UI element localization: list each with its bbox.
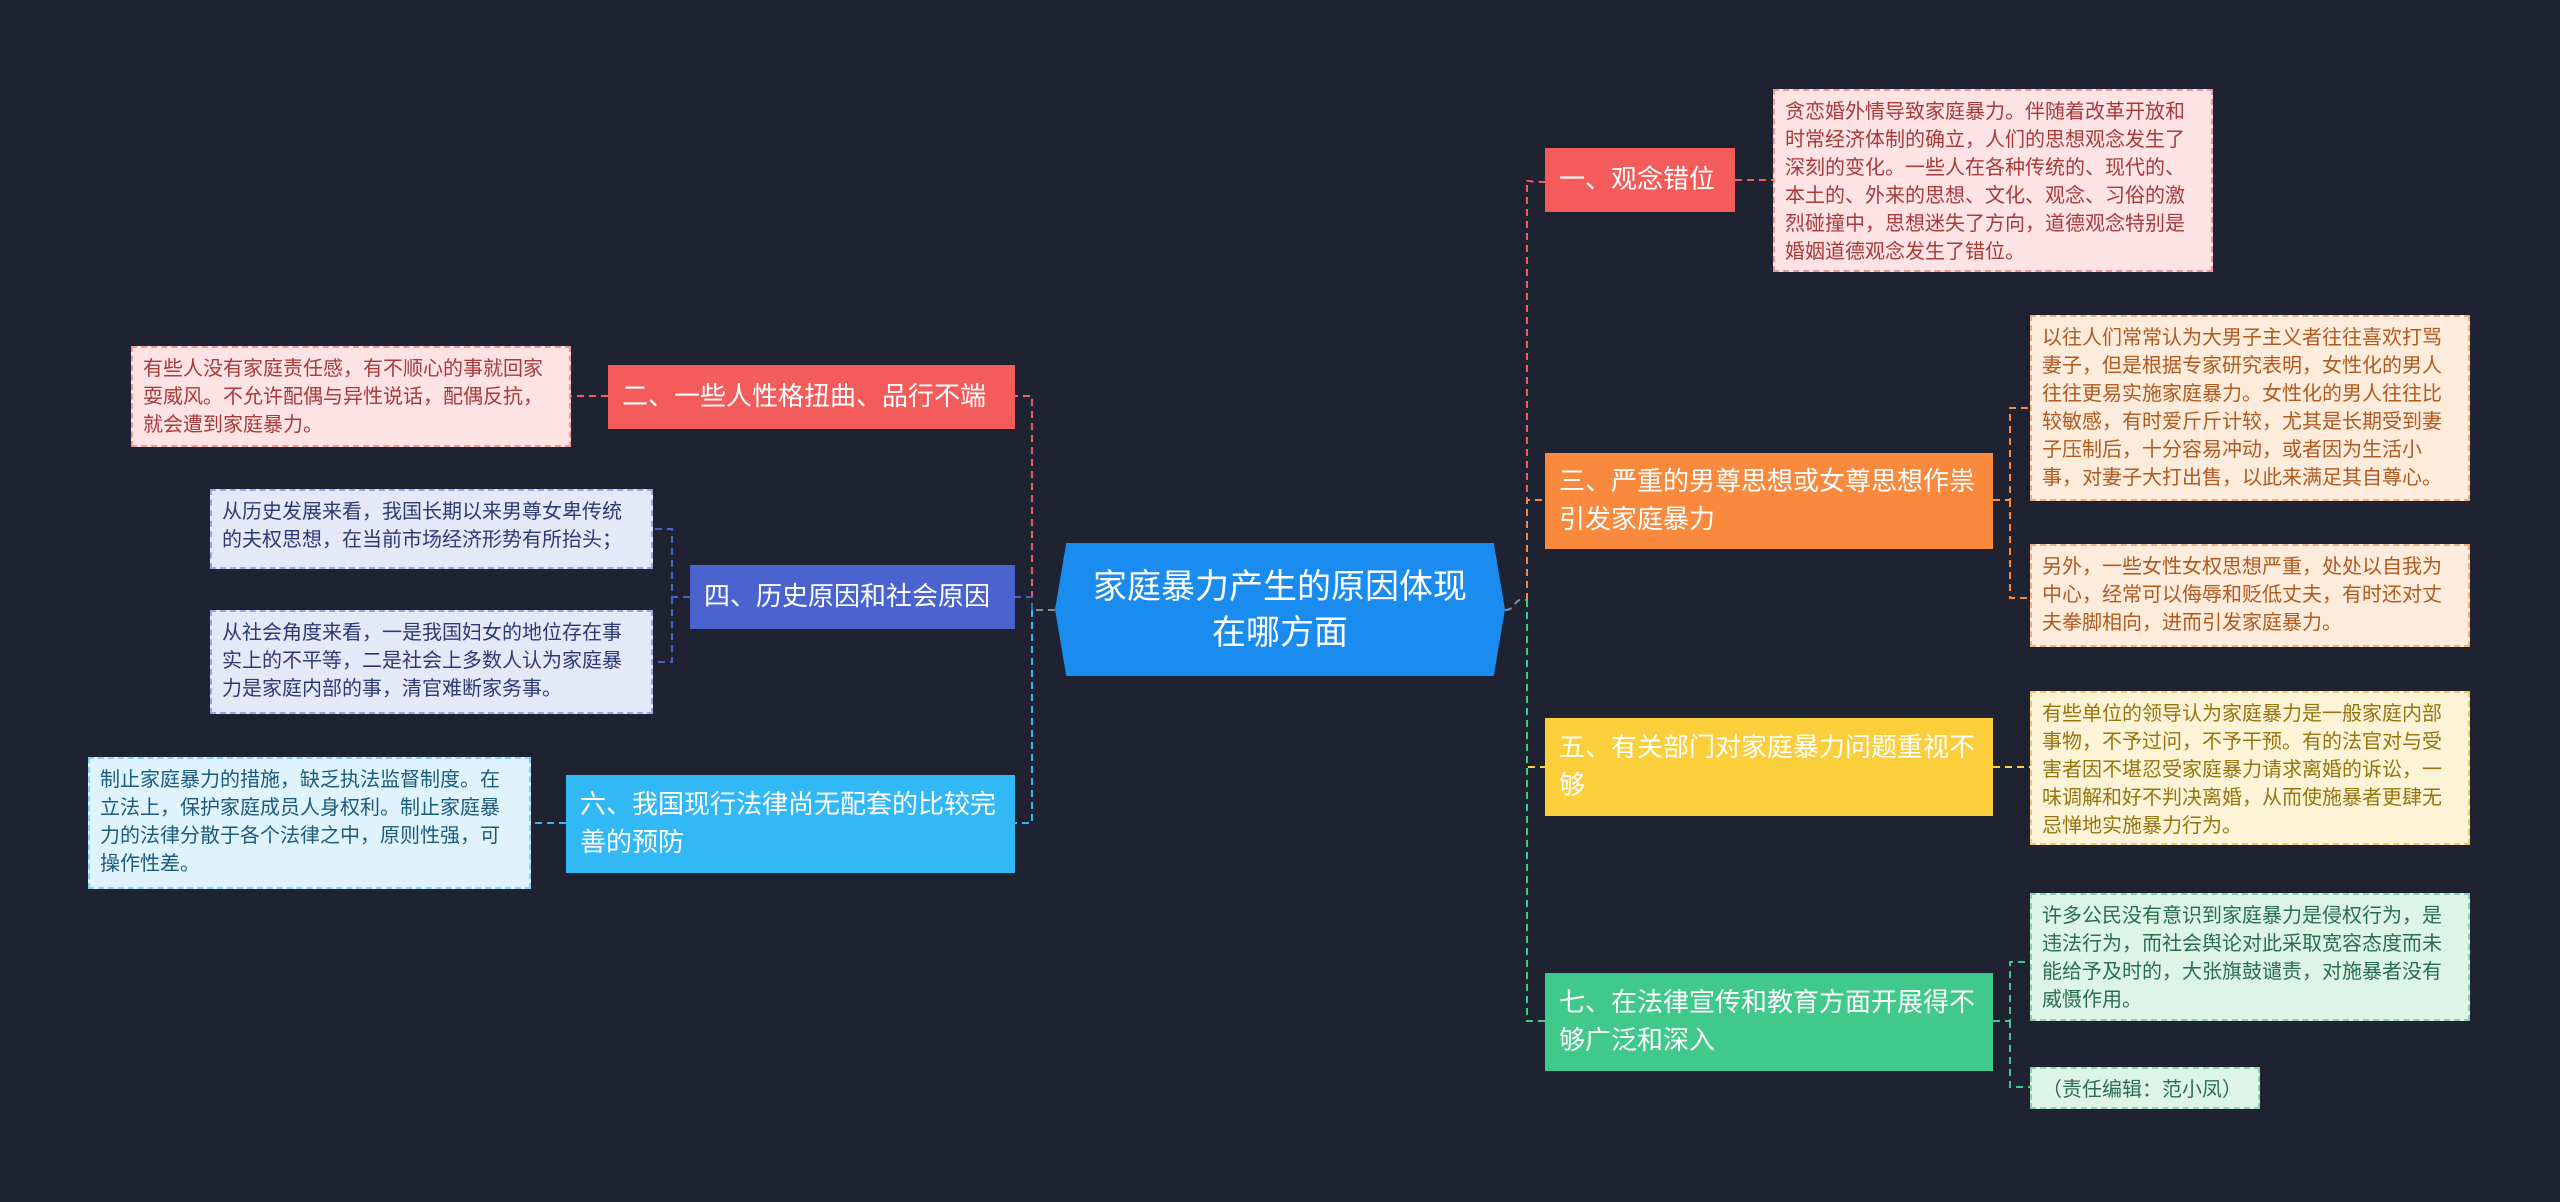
note-text: 有些单位的领导认为家庭暴力是一般家庭内部事物，不予过问，不予干预。有的法官对与受…	[2042, 701, 2442, 837]
connector-b4	[1015, 596, 1033, 610]
central-topic-label: 家庭暴力产生的原因体现在哪方面	[1093, 566, 1467, 653]
central-topic[interactable]: 家庭暴力产生的原因体现在哪方面	[1055, 543, 1505, 676]
note-b4-1[interactable]: 从历史发展来看，我国长期以来男尊女卑传统的夫权思想，在当前市场经济形势有所抬头；	[210, 489, 653, 569]
note-b3-2[interactable]: 另外，一些女性女权思想严重，处处以自我为中心，经常可以侮辱和贬低丈夫，有时还对丈…	[2030, 544, 2470, 647]
note-text: 从历史发展来看，我国长期以来男尊女卑传统的夫权思想，在当前市场经济形势有所抬头；	[222, 499, 622, 551]
note-b7-1[interactable]: 许多公民没有意识到家庭暴力是侵权行为，是违法行为，而社会舆论对此采取宽容态度而未…	[2030, 893, 2470, 1021]
connector-center-right	[1504, 599, 1527, 611]
branch-label: 四、历史原因和社会原因	[704, 582, 991, 612]
note-text: 许多公民没有意识到家庭暴力是侵权行为，是违法行为，而社会舆论对此采取宽容态度而未…	[2042, 903, 2442, 1011]
connector-note-b3b	[2009, 500, 2030, 599]
note-text: 有些人没有家庭责任感，有不顺心的事就回家耍威风。不允许配偶与异性说话，配偶反抗，…	[143, 356, 543, 436]
note-text: 制止家庭暴力的措施，缺乏执法监督制度。在立法上，保护家庭成员人身权利。制止家庭暴…	[100, 767, 500, 875]
branch-label: 六、我国现行法律尚无配套的比较完善的预防	[580, 790, 997, 858]
branch-legal-education[interactable]: 七、在法律宣传和教育方面开展得不够广泛和深入	[1545, 973, 1993, 1071]
note-b3-1[interactable]: 以往人们常常认为大男子主义者往往喜欢打骂妻子，但是根据专家研究表明，女性化的男人…	[2030, 315, 2470, 501]
branch-label: 五、有关部门对家庭暴力问题重视不够	[1559, 733, 1976, 801]
note-b7-editor[interactable]: （责任编辑：范小凤）	[2030, 1067, 2260, 1109]
connector-b2	[1015, 395, 1033, 610]
note-b6-1[interactable]: 制止家庭暴力的措施，缺乏执法监督制度。在立法上，保护家庭成员人身权利。制止家庭暴…	[88, 757, 531, 889]
note-text: 从社会角度来看，一是我国妇女的地位存在事实上的不平等，二是社会上多数人认为家庭暴…	[222, 620, 622, 700]
connector-b7	[1526, 600, 1545, 1022]
branch-label: 二、一些人性格扭曲、品行不端	[622, 382, 987, 412]
branch-history-society[interactable]: 四、历史原因和社会原因	[690, 565, 1015, 629]
connector-note-b4a	[653, 528, 690, 598]
note-text: 贪恋婚外情导致家庭暴力。伴随着改革开放和时常经济体制的确立，人们的思想观念发生了…	[1785, 99, 2185, 263]
connector-b3	[1526, 498, 1545, 600]
connector-b5	[1526, 600, 1545, 769]
branch-personality[interactable]: 二、一些人性格扭曲、品行不端	[608, 365, 1015, 429]
connector-note-b7b	[2009, 1021, 2030, 1088]
branch-law-prevention[interactable]: 六、我国现行法律尚无配套的比较完善的预防	[566, 775, 1015, 873]
note-b5-1[interactable]: 有些单位的领导认为家庭暴力是一般家庭内部事物，不予过问，不予干预。有的法官对与受…	[2030, 691, 2470, 845]
branch-departments-neglect[interactable]: 五、有关部门对家庭暴力问题重视不够	[1545, 718, 1993, 816]
branch-label: 七、在法律宣传和教育方面开展得不够广泛和深入	[1559, 988, 1976, 1056]
note-b1-1[interactable]: 贪恋婚外情导致家庭暴力。伴随着改革开放和时常经济体制的确立，人们的思想观念发生了…	[1773, 89, 2213, 272]
connector-note-b7a	[1993, 961, 2030, 1022]
note-text: 以往人们常常认为大男子主义者往往喜欢打骂妻子，但是根据专家研究表明，女性化的男人…	[2042, 325, 2442, 489]
branch-concept-misplacement[interactable]: 一、观念错位	[1545, 148, 1735, 212]
connector-b6	[1015, 610, 1033, 824]
branch-gender-supremacy[interactable]: 三、严重的男尊思想或女尊思想作祟引发家庭暴力	[1545, 453, 1993, 549]
branch-label: 三、严重的男尊思想或女尊思想作祟引发家庭暴力	[1559, 467, 1976, 535]
note-b2-1[interactable]: 有些人没有家庭责任感，有不顺心的事就回家耍威风。不允许配偶与异性说话，配偶反抗，…	[131, 346, 571, 447]
note-text: （责任编辑：范小凤）	[2042, 1077, 2242, 1101]
connector-note-b3a	[1993, 407, 2030, 501]
branch-label: 一、观念错位	[1559, 165, 1716, 195]
note-b4-2[interactable]: 从社会角度来看，一是我国妇女的地位存在事实上的不平等，二是社会上多数人认为家庭暴…	[210, 610, 653, 714]
connector-note-b4b	[653, 597, 673, 663]
note-text: 另外，一些女性女权思想严重，处处以自我为中心，经常可以侮辱和贬低丈夫，有时还对丈…	[2042, 554, 2442, 634]
connector-b1	[1526, 179, 1546, 600]
